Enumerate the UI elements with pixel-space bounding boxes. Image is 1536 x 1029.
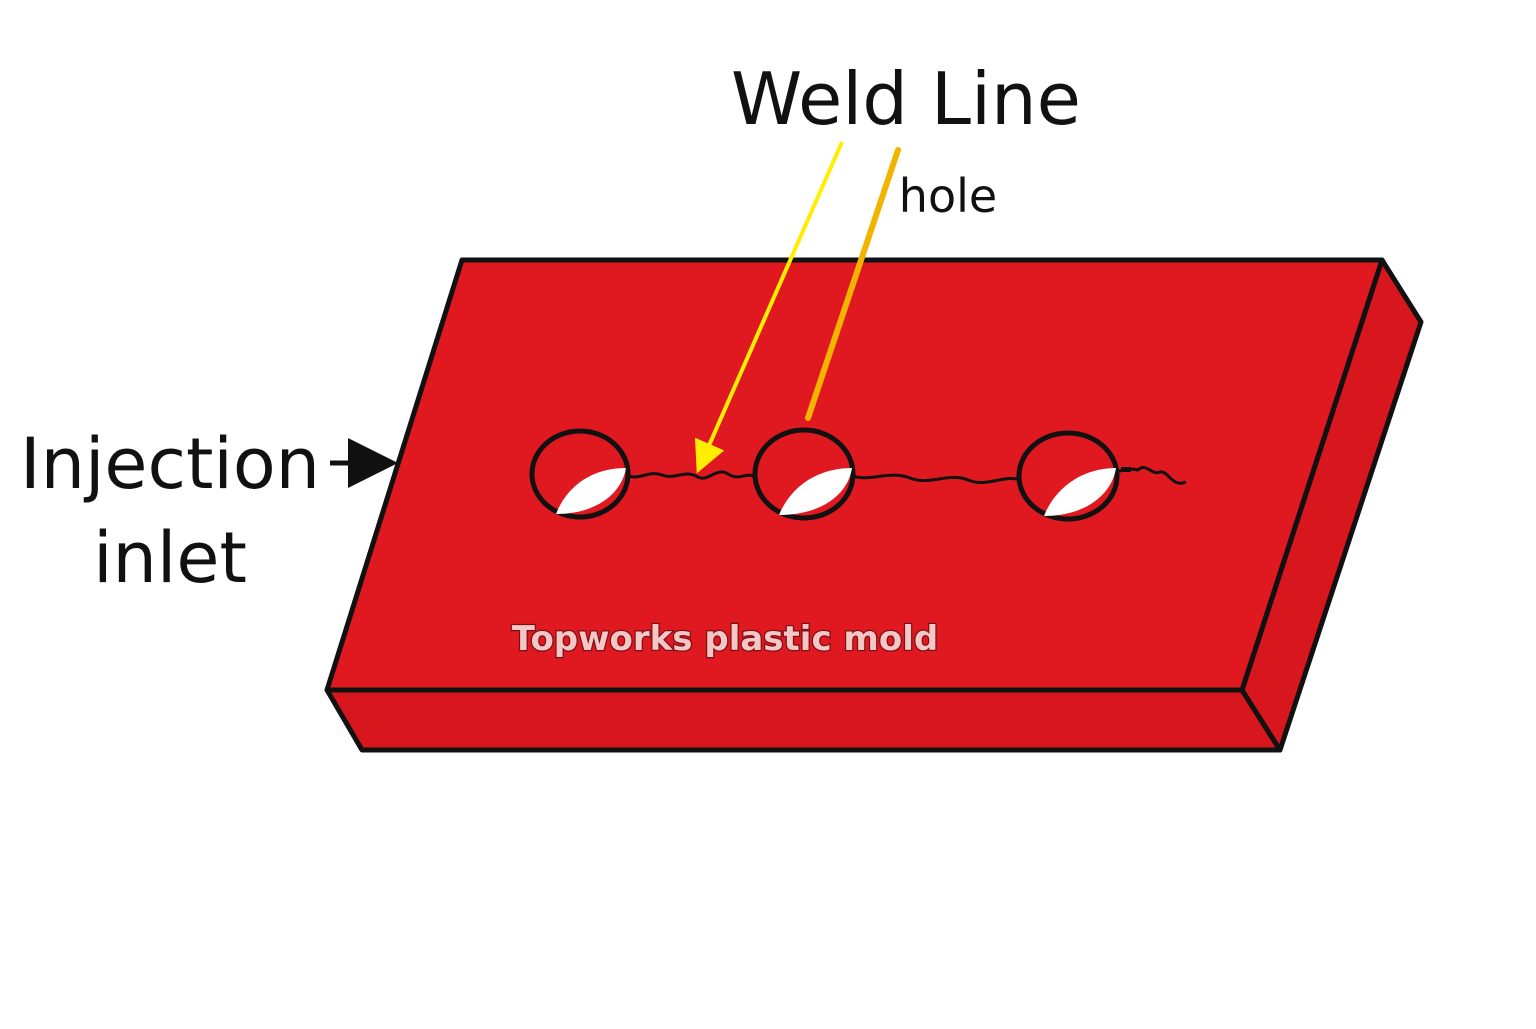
weld-line-segment-1 bbox=[627, 470, 758, 480]
watermark-text: Topworks plastic mold bbox=[512, 619, 938, 659]
hole-right bbox=[1016, 430, 1120, 522]
plate-front-face bbox=[324, 687, 1283, 753]
hole-left-opening bbox=[556, 468, 626, 514]
weld-line-segment-2 bbox=[852, 473, 1021, 485]
hole-left bbox=[529, 428, 631, 520]
weld-line-label: Weld Line bbox=[731, 57, 1081, 141]
injection-label-line1: Injection bbox=[20, 423, 320, 505]
weld-line-pointer-arrow bbox=[694, 141, 844, 474]
hole-middle bbox=[752, 427, 856, 521]
injection-label-line2: inlet bbox=[93, 517, 247, 599]
weld-line-end-mark bbox=[1121, 467, 1131, 472]
hole-pointer-line bbox=[805, 147, 901, 421]
hole-right-opening bbox=[1044, 468, 1116, 516]
hole-middle-opening bbox=[779, 468, 852, 515]
hole-label: hole bbox=[899, 169, 997, 223]
